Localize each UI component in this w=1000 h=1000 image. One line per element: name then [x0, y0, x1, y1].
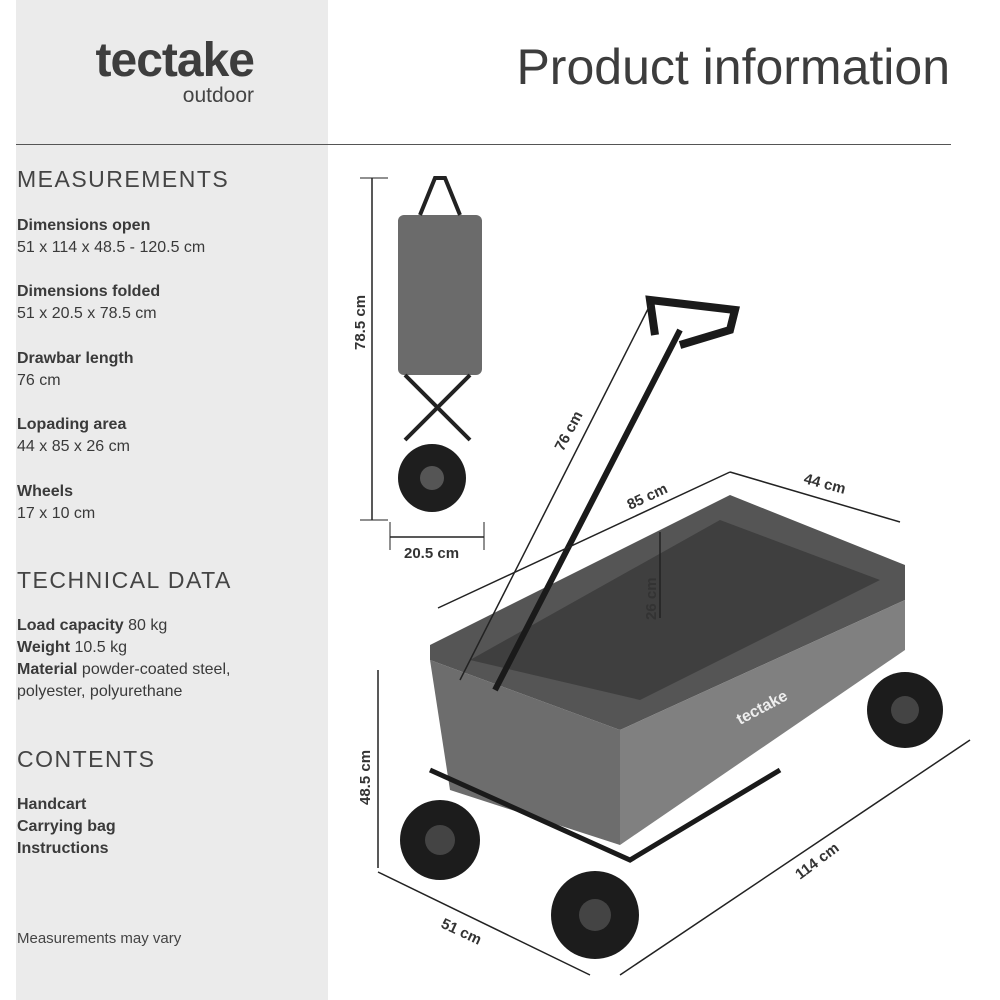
dim-depth: 26 cm	[643, 577, 660, 620]
brand-logo: tectake outdoor	[62, 34, 255, 107]
dim-width-top: 44 cm	[802, 470, 847, 497]
technical-heading: TECHNICAL DATA	[17, 567, 232, 593]
page-title: Product information	[516, 39, 950, 95]
dim-length-top: 85 cm	[625, 480, 671, 513]
divider	[16, 144, 951, 145]
dim-folded-height: 78.5 cm	[352, 295, 369, 350]
open-wagon: tectake	[400, 295, 943, 959]
dim-drawbar: 76 cm	[552, 408, 587, 454]
dim-length: 114 cm	[792, 839, 842, 883]
dim-height: 48.5 cm	[357, 750, 374, 805]
folded-wagon	[398, 176, 482, 512]
logo-sub: outdoor	[182, 84, 254, 107]
spec-technical: Load capacity 80 kg Weight 10.5 kg Mater…	[17, 617, 231, 700]
wagon-illustration: 78.5 cm 20.5 cm tectake 76 cm 85 cm 44 c…	[352, 176, 971, 976]
sidebar	[16, 0, 328, 1000]
dim-folded-width: 20.5 cm	[404, 545, 459, 562]
logo-brand: tectake	[95, 34, 255, 87]
contents-heading: CONTENTS	[17, 746, 156, 772]
disclaimer: Measurements may vary	[17, 930, 182, 947]
measurements-heading: MEASUREMENTS	[17, 166, 230, 192]
